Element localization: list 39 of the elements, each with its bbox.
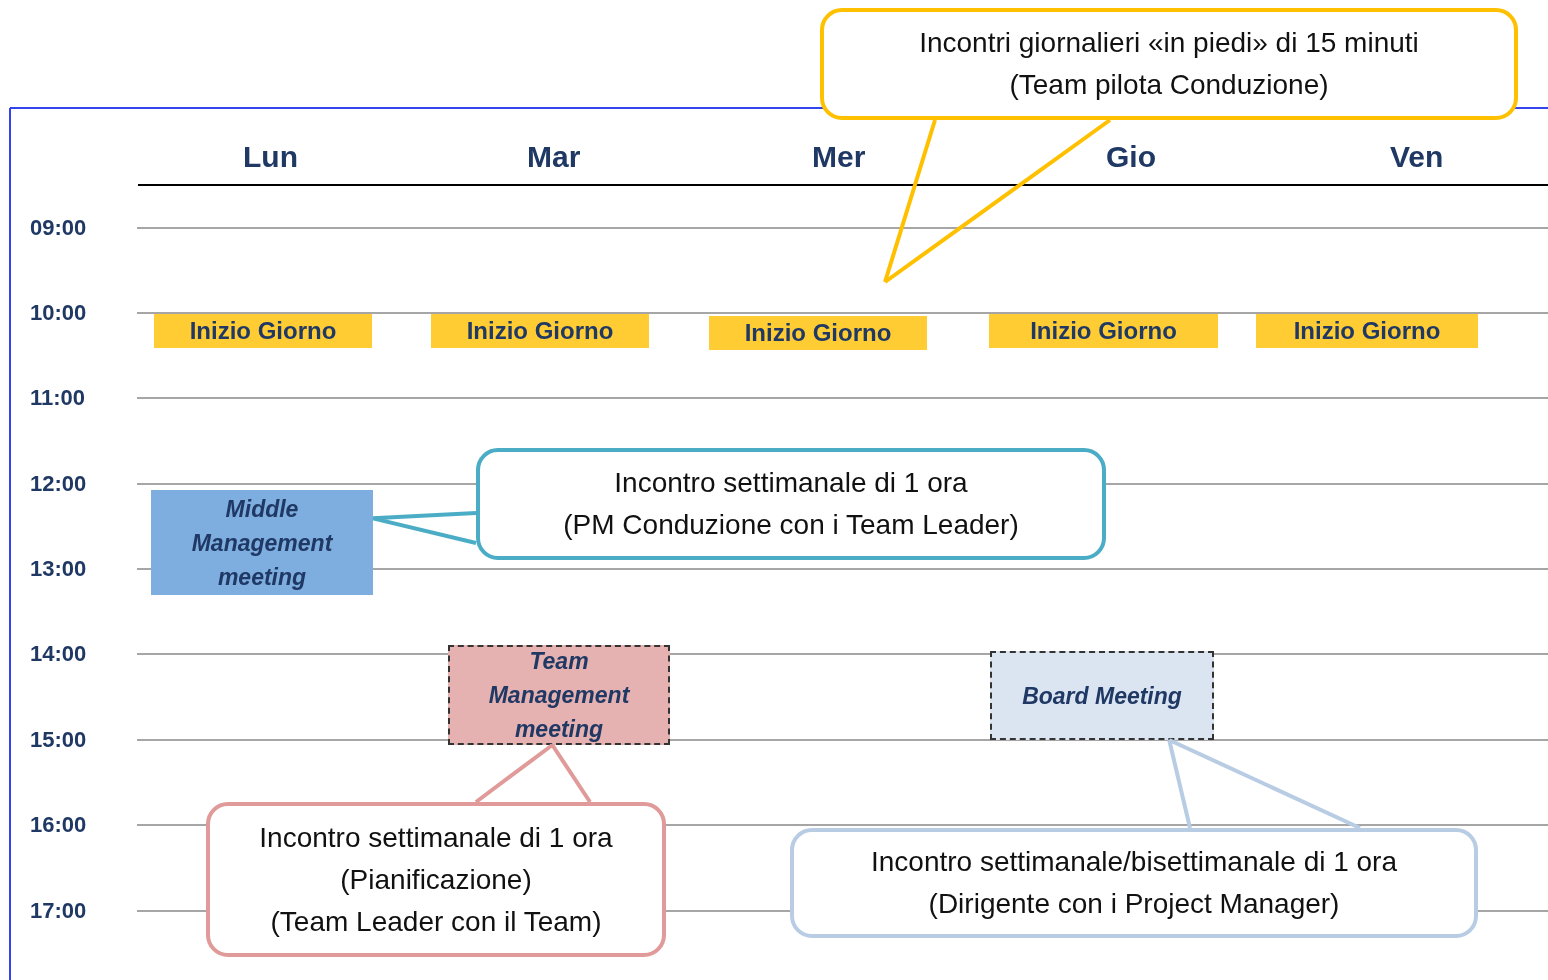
- callout-text: (Team Leader con il Team): [270, 904, 602, 939]
- event-bar: Inizio Giorno: [709, 316, 927, 350]
- event-bar: Inizio Giorno: [154, 314, 372, 348]
- callout-text: Incontro settimanale di 1 ora: [259, 820, 613, 855]
- day-header: Ven: [1390, 140, 1444, 174]
- time-label: 16:00: [30, 812, 87, 838]
- speech-bubble: [790, 828, 1478, 938]
- event-bar: Inizio Giorno: [989, 314, 1218, 348]
- day-header: Mer: [812, 140, 866, 174]
- time-label: 14:00: [30, 641, 87, 667]
- callout-text: (Team pilota Conduzione): [1009, 68, 1329, 102]
- speech-bubble: [476, 448, 1106, 560]
- callout-text: (Dirigente con i Project Manager): [928, 887, 1340, 921]
- day-header: Mar: [527, 140, 581, 174]
- meeting-block: Board Meeting: [990, 651, 1214, 740]
- time-label: 17:00: [30, 898, 87, 924]
- day-header: Lun: [243, 140, 298, 174]
- callout-text: Incontro settimanale di 1 ora: [614, 466, 968, 500]
- callout-text: Incontro settimanale/bisettimanale di 1 ora: [870, 845, 1398, 879]
- event-bar: Inizio Giorno: [1256, 314, 1478, 348]
- time-label: 12:00: [30, 471, 87, 497]
- time-label: 15:00: [30, 727, 87, 753]
- event-bar: Inizio Giorno: [431, 314, 649, 348]
- callout-pointer: [474, 743, 592, 804]
- callout-text: (PM Conduzione con i Team Leader): [563, 508, 1019, 542]
- time-label: 13:00: [30, 556, 87, 582]
- callout-pointer: [371, 511, 478, 545]
- callout-pointer: [883, 118, 1112, 284]
- meeting-block: Team Management meeting: [448, 645, 670, 745]
- time-label: 09:00: [30, 215, 87, 241]
- day-header: Gio: [1106, 140, 1156, 174]
- time-label: 10:00: [30, 300, 87, 326]
- callout-text: Incontri giornalieri «in piedi» di 15 minuti: [919, 26, 1419, 60]
- speech-bubble: [820, 8, 1518, 120]
- callout-text: (Pianificazione): [340, 862, 532, 897]
- callout-pointer: [1167, 738, 1362, 830]
- speech-bubble: [206, 802, 666, 957]
- meeting-block: Middle Management meeting: [151, 490, 373, 595]
- time-label: 11:00: [30, 385, 86, 411]
